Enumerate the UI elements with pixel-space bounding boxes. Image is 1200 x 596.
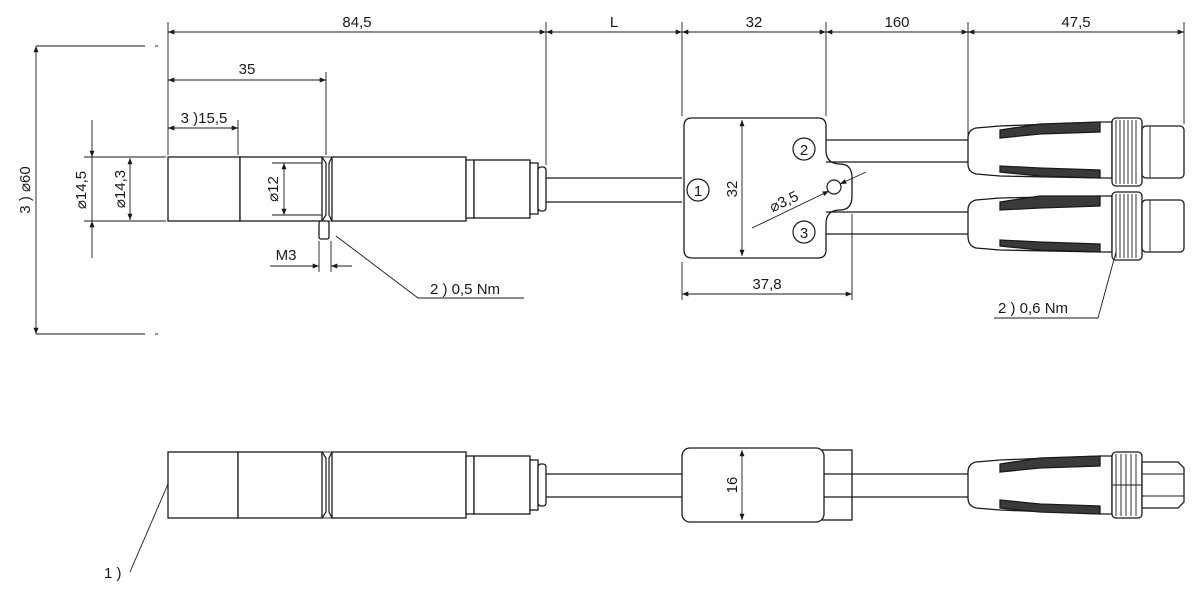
dim-32-box: 32 [724, 181, 741, 198]
side-sensor-tip [167, 451, 239, 519]
dim-12: ⌀12 [265, 176, 282, 202]
side-splitter-box [681, 447, 825, 523]
m3-screw [318, 220, 330, 240]
side-view: 16 1 ) [104, 447, 1185, 582]
dim-32-top: 32 [746, 14, 763, 31]
dim-15-5: 3 )15,5 [181, 110, 228, 127]
dim-16: 16 [724, 477, 741, 494]
torque-connector-label: 2 ) 0,6 Nm [998, 300, 1068, 317]
dim-84-5: 84,5 [342, 14, 371, 31]
side-sensor-shoulder [473, 455, 531, 515]
torque-sensor-label: 2 ) 0,5 Nm [430, 281, 500, 298]
port-2-label: 2 [800, 142, 808, 159]
dim-M3: M3 [276, 247, 297, 264]
dim-37-8: 37,8 [752, 276, 781, 293]
dim-L: L [610, 14, 618, 31]
port-3-marker [792, 220, 816, 244]
side-box-flange [821, 449, 853, 521]
port-1-label: 1 [694, 183, 702, 200]
dim-47-5: 47,5 [1061, 14, 1090, 31]
sensor-tip [167, 156, 241, 222]
top-view: 1 2 3 [17, 14, 1185, 335]
sensor-body-rear [331, 156, 467, 222]
cable-gland [537, 166, 547, 212]
port-1-marker [686, 178, 710, 202]
sensor-body-front [239, 156, 323, 222]
connector-upper [967, 117, 1185, 187]
sensor-groove-right [328, 156, 333, 222]
side-sensor-front [237, 451, 323, 519]
connector-lower [967, 191, 1185, 261]
dim-35: 35 [239, 61, 256, 78]
dim-60: 3 ) ⌀60 [17, 166, 34, 213]
dim-14-3: ⌀14,3 [112, 170, 129, 208]
note-1-label: 1 ) [104, 565, 122, 582]
dim-160: 160 [884, 14, 909, 31]
side-sensor-rear [331, 451, 467, 519]
port-3-label: 3 [800, 225, 808, 242]
port-2-marker [792, 137, 816, 161]
sensor-groove-left [321, 156, 327, 222]
mounting-hole [826, 179, 842, 195]
dim-14-5: ⌀14,5 [73, 171, 90, 209]
sensor-shoulder [473, 159, 531, 219]
